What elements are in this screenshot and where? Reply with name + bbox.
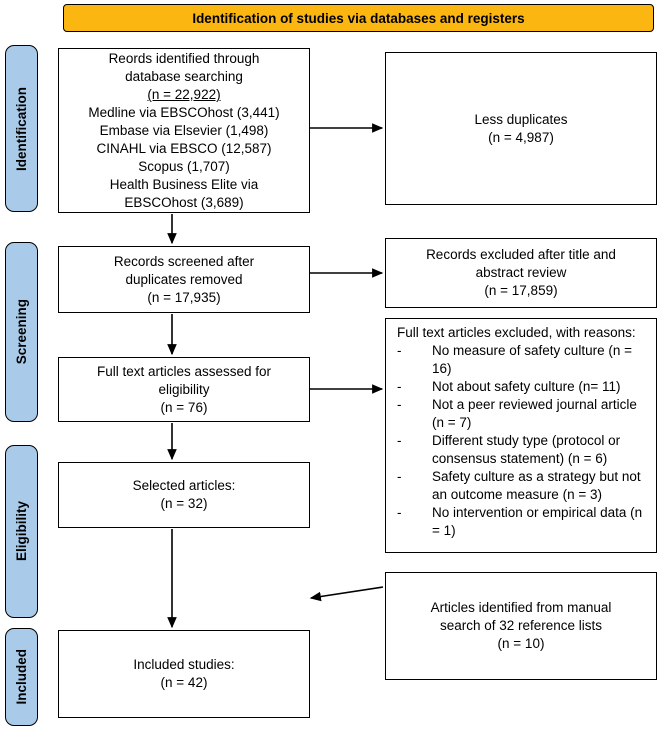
fulltext-assessed-count: (n = 76) [160,399,208,415]
stage-screening: Screening [5,242,38,422]
list-dash: - [397,469,402,484]
box-selected-articles: Selected articles: (n = 32) [58,462,310,528]
list-dash: - [397,379,402,394]
less-duplicates-line: Less duplicates [474,111,568,127]
manual-search-line: Articles identified from manual [430,600,612,615]
records-excluded-line: Records excluded after title and [426,247,616,262]
exclusion-reason: - Not about safety culture (n= 11) [397,378,650,396]
stage-included-label: Included [14,649,29,705]
banner-title: Identification of studies via databases … [63,4,654,32]
records-excluded-line: abstract review [475,265,567,280]
records-identified-source: CINAHL via EBSCO (12,587) [96,141,272,156]
stage-identification-label: Identification [14,86,29,171]
list-dash: - [397,397,402,412]
box-manual-search: Articles identified from manual search o… [385,572,657,680]
stage-eligibility-label: Eligibility [14,501,29,562]
included-studies-count: (n = 42) [160,675,208,690]
box-less-duplicates: Less duplicates (n = 4,987) [385,52,657,205]
box-fulltext-assessed: Full text articles assessed for eligibil… [58,357,310,422]
box-fulltext-excluded: Full text articles excluded, with reason… [385,318,657,553]
records-identified-source: Health Business Elite via [109,177,259,192]
list-dash: - [397,343,402,358]
list-dash: - [397,433,402,448]
list-dash: - [397,505,402,520]
records-screened-count: (n = 17,935) [147,289,221,305]
box-records-excluded: Records excluded after title and abstrac… [385,238,657,308]
exclusion-reason: - Not a peer reviewed journal article (n… [397,396,650,432]
stage-identification: Identification [5,45,38,212]
records-screened-line: duplicates removed [125,271,243,287]
fulltext-assessed-line: Full text articles assessed for [96,363,272,379]
banner-title-label: Identification of studies via databases … [192,10,525,26]
fulltext-assessed-line: eligibility [158,381,210,397]
records-identified-source: Medline via EBSCOhost (3,441) [88,105,280,120]
exclusion-reason-text: Safety culture as a strategy but not an … [432,469,641,502]
exclusion-reason: - Safety culture as a strategy but not a… [397,468,650,504]
stage-eligibility: Eligibility [5,445,38,618]
included-studies-line: Included studies: [133,657,235,672]
selected-articles-line: Selected articles: [132,478,236,493]
records-identified-line: Reords identified through [108,51,260,66]
stage-screening-label: Screening [14,299,29,365]
box-included-studies: Included studies: (n = 42) [58,630,310,718]
exclusion-reason-text: Different study type (protocol or consen… [432,433,621,466]
less-duplicates-count: (n = 4,987) [488,129,554,145]
arrow-manual-search-to-flow [309,586,384,602]
exclusion-reason-text: Not a peer reviewed journal article (n =… [432,397,637,430]
exclusion-reason: - No intervention or empirical data (n =… [397,504,650,540]
records-identified-source: EBSCOhost (3,689) [124,195,244,210]
box-records-identified: Reords identified through database searc… [58,48,310,213]
manual-search-line: search of 32 reference lists [439,618,603,633]
manual-search-count: (n = 10) [497,636,545,651]
stage-included: Included [5,628,38,726]
box-records-screened: Records screened after duplicates remove… [58,246,310,313]
records-identified-source: Scopus (1,707) [138,159,230,174]
records-excluded-count: (n = 17,859) [484,283,558,298]
exclusion-reason-text: Not about safety culture (n= 11) [432,379,621,394]
records-identified-source: Embase via Elsevier (1,498) [99,123,269,138]
exclusion-reason: - No measure of safety culture (n = 16) [397,342,650,378]
exclusion-reason-text: No intervention or empirical data (n = 1… [432,505,643,538]
exclusion-reason-text: No measure of safety culture (n = 16) [432,343,632,376]
fulltext-excluded-heading: Full text articles excluded, with reason… [397,325,636,340]
exclusion-reason: - Different study type (protocol or cons… [397,432,650,468]
records-screened-line: Records screened after [113,253,255,269]
records-identified-line: database searching [125,69,243,84]
selected-articles-count: (n = 32) [160,496,208,511]
records-identified-total: (n = 22,922) [147,87,221,102]
